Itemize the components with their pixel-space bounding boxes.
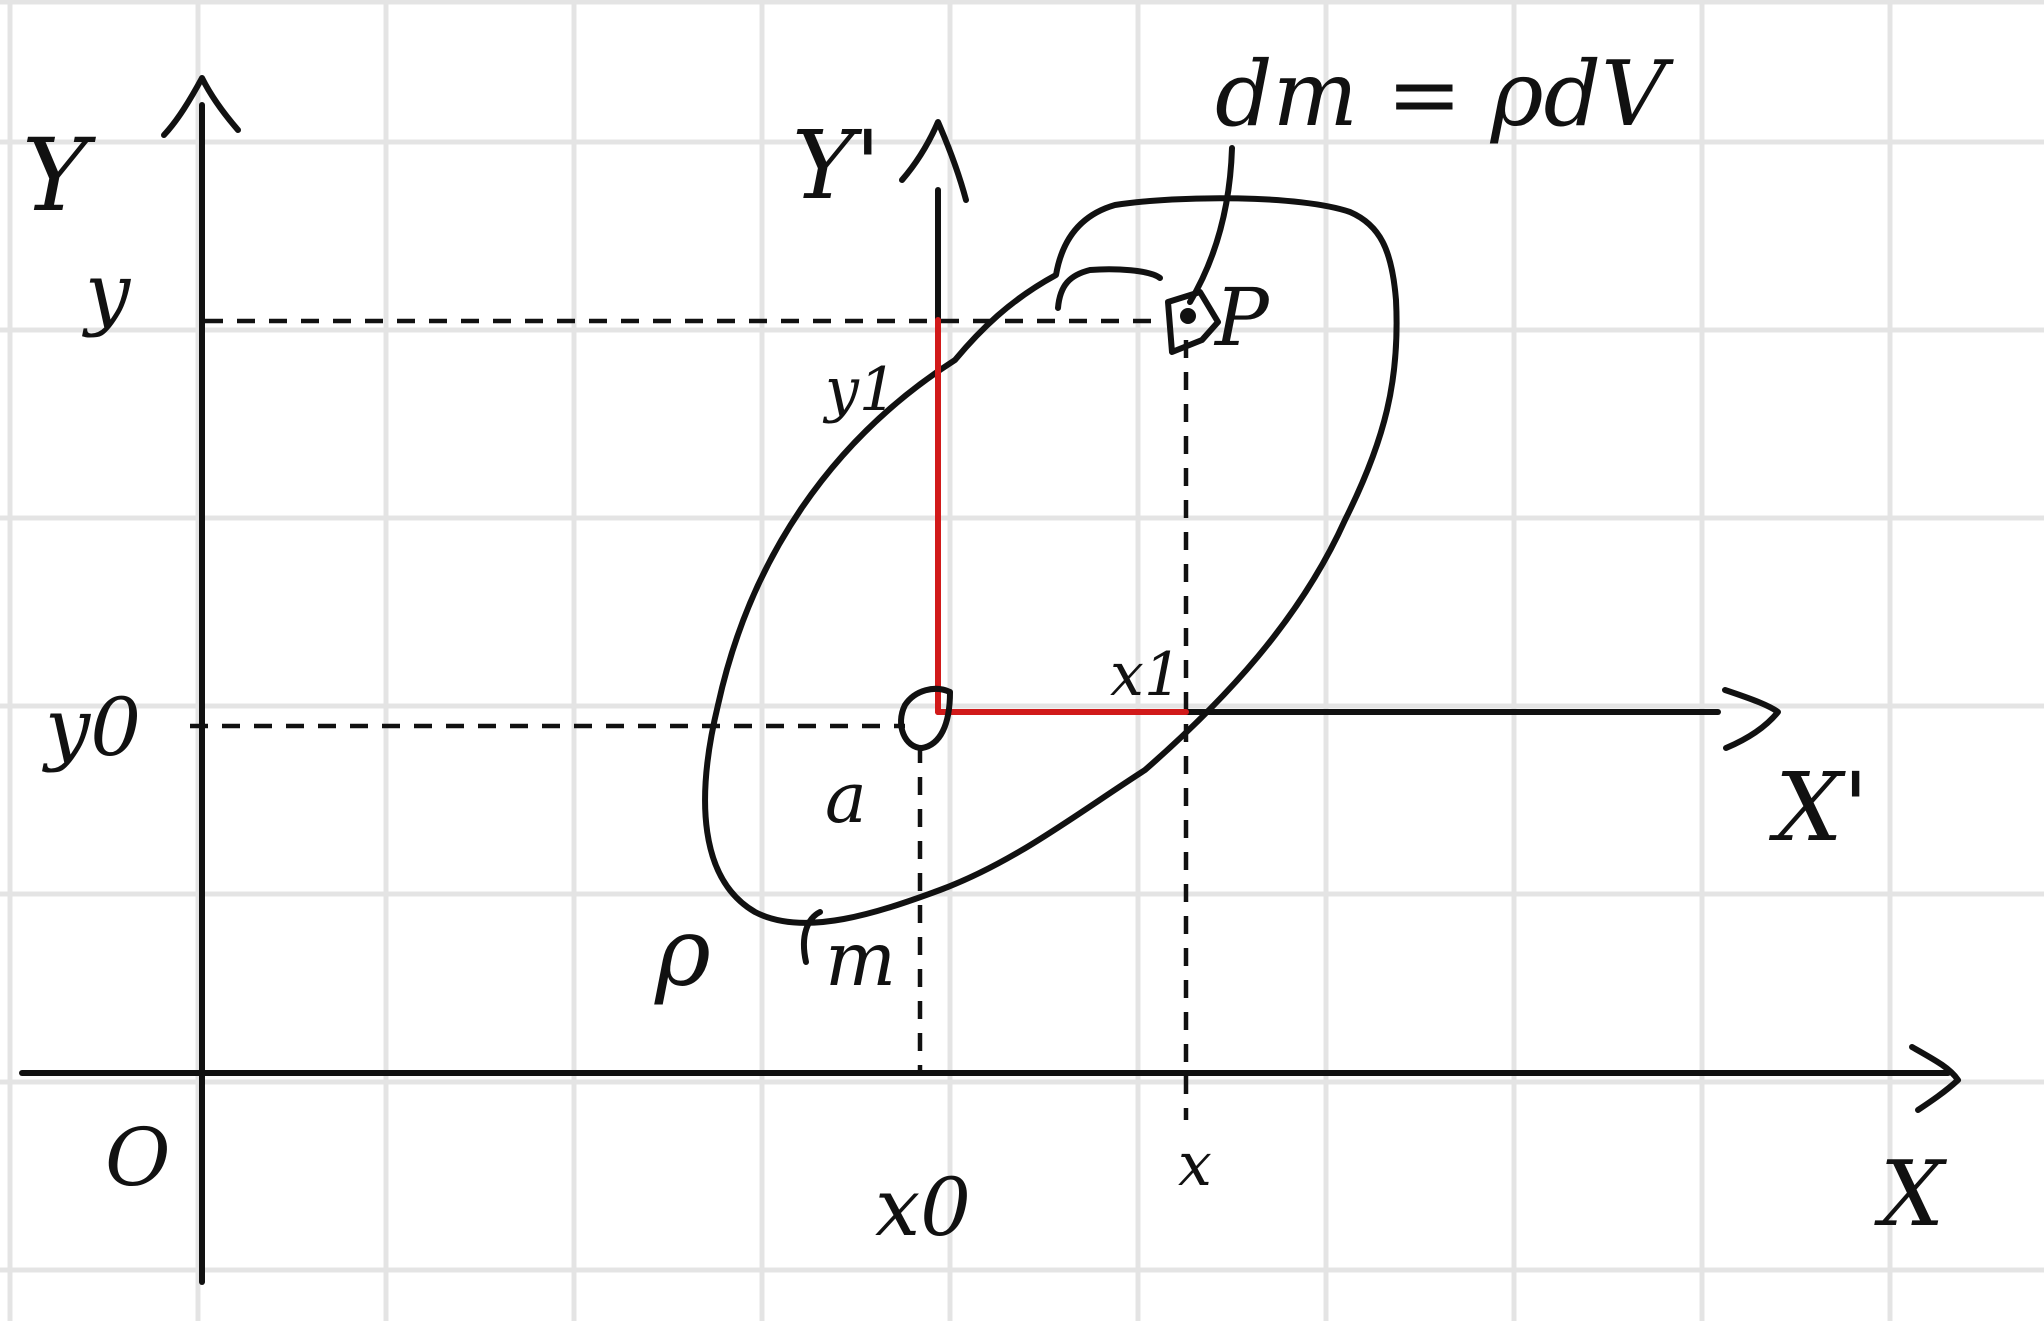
center-of-mass-marker (898, 685, 953, 751)
x-label: x (1178, 1130, 1212, 1200)
x-prime-label: X' (1768, 753, 1869, 863)
y-prime-arrowhead (899, 119, 969, 203)
point-p-dot (1180, 308, 1196, 324)
x-axis-label: X (1874, 1142, 1948, 1247)
leader-line-m (800, 909, 823, 965)
a-label: a (825, 757, 867, 839)
y0-label: y0 (42, 681, 141, 774)
dm-formula: dm = ρdV (1215, 42, 1674, 147)
origin-label: O (105, 1111, 171, 1204)
y-axis-arrowhead (161, 75, 241, 138)
x0-label: x0 (875, 1161, 971, 1254)
y-prime-label: Y' (792, 111, 881, 221)
y1-label: y1 (822, 355, 897, 425)
body-outline (702, 195, 1400, 926)
y-axis-label: Y (22, 117, 96, 234)
point-p-label: P (1213, 271, 1270, 364)
x-axis-arrowhead (1909, 1044, 1961, 1113)
m-label: m (825, 915, 896, 1003)
leader-line-dm (1187, 145, 1235, 305)
x1-label: x1 (1110, 640, 1182, 710)
leader-line-rho (1055, 266, 1163, 311)
y-label: y (82, 246, 132, 339)
rho-label: ρ (654, 898, 711, 1008)
x-prime-arrowhead (1722, 687, 1781, 751)
